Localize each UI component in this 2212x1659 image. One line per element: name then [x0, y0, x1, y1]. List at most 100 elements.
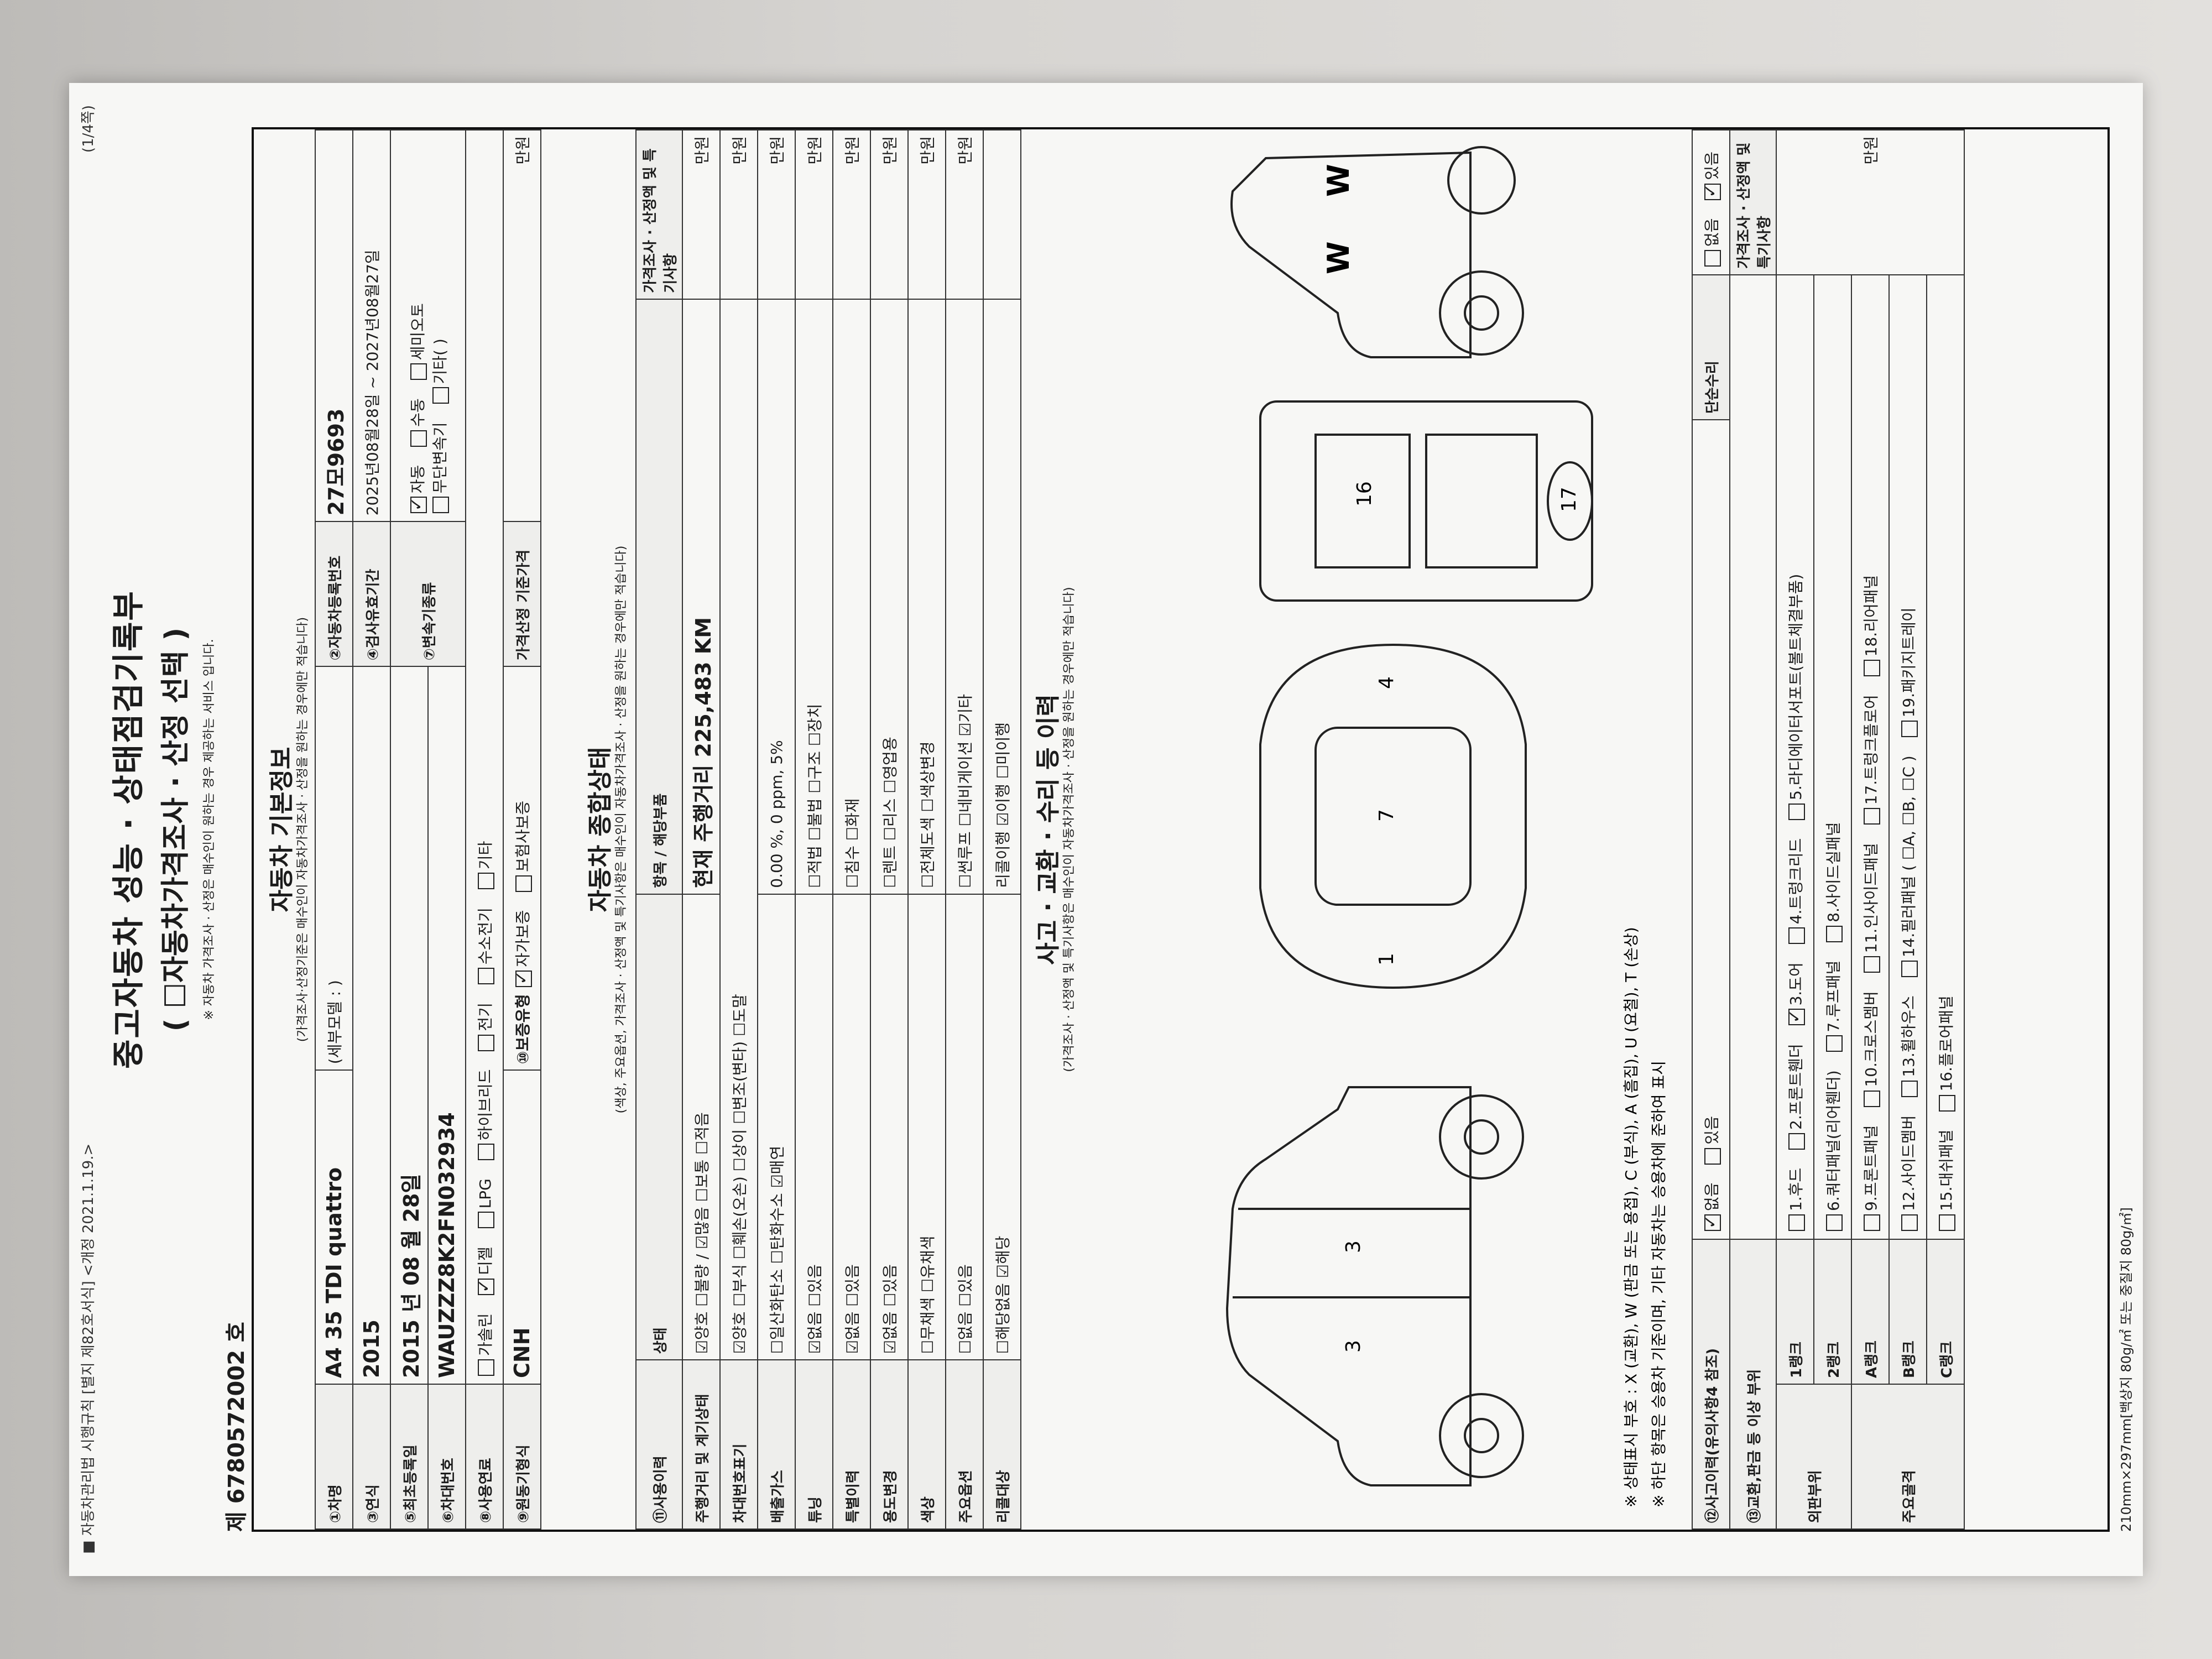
status-row-price: 만원	[833, 130, 870, 299]
status-row-detail: ☐적법 ☐불법 ☐구조 ☐장치	[795, 299, 833, 894]
status-row-label: 특별이력	[833, 1360, 870, 1529]
warranty-option: 보험사보증	[514, 800, 532, 872]
status-row-price: 만원	[758, 130, 795, 299]
checkbox-icon	[1864, 808, 1880, 825]
base-price-unit: 만원	[503, 130, 541, 522]
status-section-title: 자동차 종합상태	[586, 747, 614, 912]
rank-items: 6.쿼터패널(리어휀더) 7.루프패널 8.사이드실패널	[1814, 275, 1851, 1239]
rank-label: C랭크	[1927, 1239, 1964, 1384]
accident-section-title: 사고 · 교환 · 수리 등 이력	[1034, 694, 1062, 965]
form-subtitle: ( ☐자동차가격조사 · 산정 선택 )	[159, 627, 192, 1032]
status-row-state: ☑없음 ☐있음	[795, 894, 833, 1360]
status-row-detail: ☐침수 ☐화재	[833, 299, 870, 894]
part-number-label: 17	[1558, 487, 1580, 512]
recall-status: 리콜이행 ☑이행 ☐미이행	[983, 299, 1021, 894]
reg-number-value: 27모9693	[315, 130, 353, 522]
rank-items: 1.후드 2.프론트휀더 3.도어 4.트렁크리드 5.라디에이터서포트(볼트체…	[1776, 275, 1814, 1239]
form-title: 중고자동차 성능 · 상태점검기록부	[109, 590, 147, 1069]
rank-items: 12.사이드멤버 13.휠하우스 14.필러패널 ( ☐A, ☐B, ☐C ) …	[1889, 275, 1927, 1239]
checkbox-icon	[1788, 803, 1805, 820]
rank-label: A랭크	[1851, 1239, 1889, 1384]
checkbox-checked-icon	[410, 497, 427, 514]
part-number-label: 3	[1342, 1240, 1365, 1253]
table-row: ①차명 A4 35 TDI quattro (세부모델 : ) ②자동차등록번호…	[315, 130, 353, 1529]
simple-option: 있음	[1703, 152, 1721, 180]
car-top-view	[1259, 643, 1527, 989]
checkbox-icon	[432, 497, 449, 514]
table-row: 주요골격 A랭크 9.프론트패널 10.크로스멤버 11.인사이드패널 17.트…	[1851, 130, 1964, 1529]
status-row-state: ☑양호 ☐불량 / ☑많음 ☐보통 ☐적음	[682, 894, 720, 1360]
status-row-label: 튜닝	[795, 1360, 833, 1529]
checkbox-icon	[1788, 927, 1805, 945]
checkbox-icon	[1864, 1214, 1880, 1231]
inspection-valid-label: ④검사유효기간	[353, 521, 390, 667]
fuel-option: 디젤	[476, 1246, 494, 1275]
outer-panel-label: 외판부위	[1776, 1384, 1851, 1529]
table-row: ⑧사용연료 가솔린 디젤 LPG 하이브리드 전기 수소전기 기타	[466, 130, 503, 1529]
part-option: 3.도어	[1787, 962, 1805, 1006]
fuel-option: 가솔린	[476, 1313, 494, 1356]
accident-history-label: ⑫사고이력(유의사항4 참조)	[1692, 1239, 1730, 1529]
status-header: ⑪사용이력	[636, 1360, 682, 1529]
fuel-option: LPG	[476, 1178, 494, 1209]
form-frame: 자동차 기본정보 (가격조사·산정기준은 매수인이 자동차가격조사 · 산정을 …	[252, 127, 2110, 1532]
checkbox-icon	[1704, 250, 1721, 267]
part-number-label: 1	[1375, 953, 1398, 966]
rank-items: 15.대쉬패널 16.플로어패널	[1927, 275, 1964, 1239]
trans-option: 무단변속기	[431, 422, 449, 494]
vin-label: ⑥차대번호	[428, 1384, 466, 1529]
checkbox-icon	[1788, 1214, 1805, 1231]
car-name-label: ①차명	[315, 1384, 353, 1529]
checkbox-icon	[1939, 1214, 1955, 1231]
checkbox-icon	[410, 430, 427, 447]
sub-model-label: (세부모델 : )	[315, 666, 353, 1071]
checkbox-checked-icon	[1704, 183, 1721, 200]
status-header: 항목 / 해당부품	[636, 299, 682, 894]
status-row-label: 리콜대상	[983, 1360, 1021, 1529]
part-option: 7.루프패널	[1824, 960, 1843, 1032]
document-number: 제 6780572002 호	[224, 1322, 249, 1532]
fuel-option: 하이브리드	[476, 1069, 494, 1141]
checkbox-icon	[1901, 1214, 1918, 1231]
repair-mark: W	[1321, 241, 1356, 274]
simple-repair-options: 없음 있음	[1692, 130, 1730, 275]
checkbox-icon	[432, 387, 449, 404]
checkbox-icon	[1939, 1094, 1955, 1112]
checkbox-icon	[478, 1144, 494, 1161]
accident-history-table: ⑫사고이력(유의사항4 참조) 없음 있음 단순수리 없음 있음 ⑬교환,판금 …	[1692, 129, 1965, 1530]
checkbox-icon	[1901, 721, 1918, 738]
status-row-price: 만원	[946, 130, 983, 299]
part-option: 14.필러패널 ( ☐A, ☐B, ☐C )	[1900, 755, 1918, 958]
checkbox-icon	[478, 873, 494, 890]
simple-option: 없음	[1703, 218, 1721, 247]
fuel-label: ⑧사용연료	[466, 1384, 503, 1529]
year-label: ③연식	[353, 1384, 390, 1529]
basic-info-table: ①차명 A4 35 TDI quattro (세부모델 : ) ②자동차등록번호…	[315, 129, 541, 1530]
part-option: 17.트렁크플로어	[1862, 695, 1880, 805]
repair-price-unit: 만원	[1776, 130, 1964, 275]
status-section-note: (색상, 주요옵션, 가격조사 · 산정액 및 특기사항은 매수인이 자동차가격…	[614, 545, 628, 1114]
first-reg-label: ⑤최초등록일	[390, 1384, 428, 1529]
warranty-cell: ⑩보증유형 자가보증 보험사보증	[503, 666, 541, 1071]
car-body-diagram: 3 3 1 7 4 16 17 W W ※ 상태표시 부호 : X (교환), …	[1225, 146, 1668, 1507]
checkbox-icon	[1826, 925, 1843, 942]
status-row-price: 만원	[908, 130, 946, 299]
table-row: 외판부위 1랭크 1.후드 2.프론트휀더 3.도어 4.트렁크리드 5.라디에…	[1776, 130, 1964, 1529]
part-number-label: 3	[1342, 1340, 1365, 1353]
table-row: ⑪사용이력 상태 항목 / 해당부품 가격조사 · 산정액 및 특기사항	[636, 130, 682, 1529]
part-option: 12.사이드멤버	[1900, 1115, 1918, 1211]
status-row-state: ☑양호 ☐부식 ☐훼손(오손) ☐상이 ☐변조(변타) ☐도말	[720, 299, 758, 1360]
part-number-label: 4	[1375, 676, 1398, 689]
status-row-state: ☑없음 ☐있음	[833, 894, 870, 1360]
rank-items: 9.프론트패널 10.크로스멤버 11.인사이드패널 17.트렁크플로어 18.…	[1851, 275, 1889, 1239]
checkbox-icon	[1864, 660, 1880, 677]
trans-option: 자동	[409, 465, 427, 494]
status-row-label: 주요옵션	[946, 1360, 983, 1529]
legend-line: ※ 상태표시 부호 : X (교환), W (판금 또는 용접), C (부식)…	[1622, 927, 1640, 1507]
basic-section-title: 자동차 기본정보	[268, 747, 296, 912]
table-row: 2랭크 6.쿼터패널(리어휀더) 7.루프패널 8.사이드실패널	[1814, 130, 1851, 1529]
table-row: ⑫사고이력(유의사항4 참조) 없음 있음 단순수리 없음 있음	[1692, 130, 1730, 1529]
